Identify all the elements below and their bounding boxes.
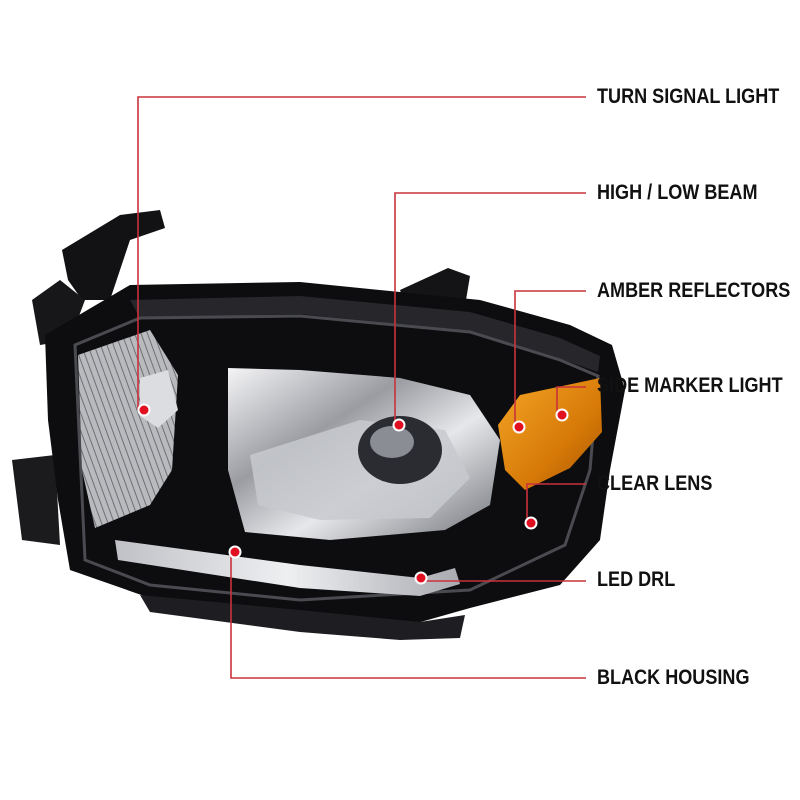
callout-label-high-low-beam: HIGH / LOW BEAM — [597, 181, 758, 204]
callout-dot-core — [416, 573, 426, 583]
mounting-bracket-left — [62, 210, 165, 300]
leader-line-side-marker-light — [556, 386, 586, 414]
callout-label-clear-lens: CLEAR LENS — [597, 472, 713, 495]
callout-label-led-drl: LED DRL — [597, 568, 676, 591]
callout-label-amber-reflectors: AMBER REFLECTORS — [597, 279, 791, 302]
callout-dot-led-drl — [414, 571, 428, 585]
housing-lower-skirt — [140, 595, 465, 640]
callout-dot-core — [526, 518, 536, 528]
amber-reflector — [498, 378, 602, 490]
turn-signal-bulb — [140, 370, 178, 428]
callout-dot-amber-reflectors — [512, 420, 526, 434]
callout-dot-core — [557, 410, 567, 420]
callout-dot-high-low-beam — [392, 418, 406, 432]
clear-lens-surface — [73, 314, 600, 602]
bottom-mount-tab — [12, 455, 60, 545]
leader-line-turn-signal-light — [137, 96, 586, 410]
leader-line-amber-reflectors — [514, 290, 586, 425]
callout-dot-core — [230, 547, 240, 557]
callout-dot-core — [394, 420, 404, 430]
callout-dot-side-marker-light — [555, 408, 569, 422]
projector-lens-highlight — [370, 426, 414, 458]
callout-dot-turn-signal-light — [137, 403, 151, 417]
callout-dot-black-housing — [228, 545, 242, 559]
callout-label-black-housing: BLACK HOUSING — [597, 666, 750, 689]
callout-dot-core — [514, 422, 524, 432]
callout-label-turn-signal-light: TURN SIGNAL LIGHT — [597, 85, 780, 108]
callout-dot-core — [139, 405, 149, 415]
callout-label-side-marker-light: SIDE MARKER LIGHT — [597, 374, 783, 397]
leader-line-black-housing — [230, 552, 586, 679]
housing-top-rim — [130, 296, 600, 372]
led-drl-strip — [115, 540, 460, 596]
callout-dot-clear-lens — [524, 516, 538, 530]
leader-line-high-low-beam — [394, 192, 586, 425]
leader-line-clear-lens — [526, 483, 586, 521]
